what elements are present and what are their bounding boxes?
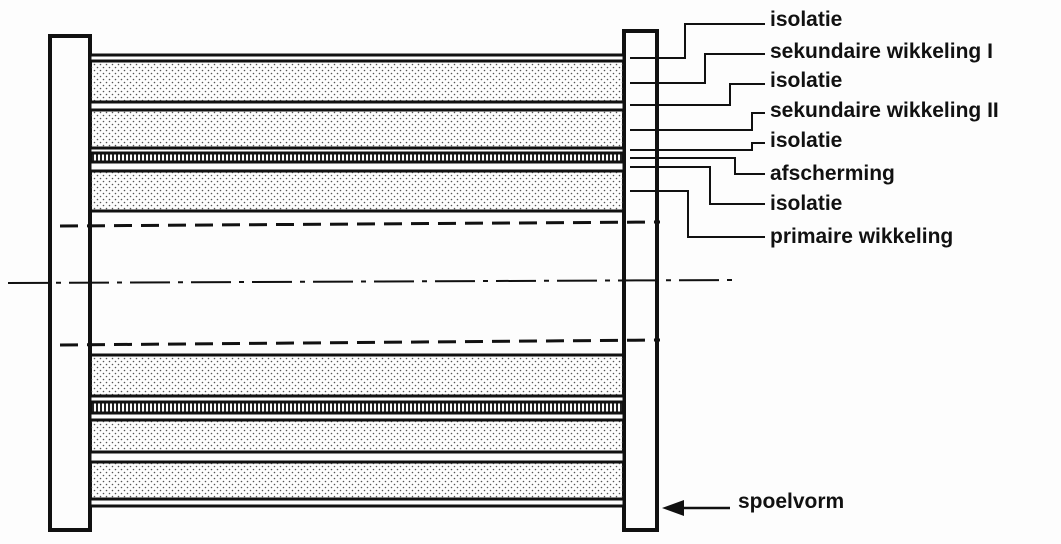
label-spoelvorm: spoelvorm — [738, 490, 844, 513]
bottom-sekundaire-1 — [88, 460, 626, 501]
bottom-sekundaire-2 — [88, 418, 626, 454]
label-sekundaire-wikkeling-2: sekundaire wikkeling II — [770, 99, 999, 122]
bottom-winding-stack — [88, 353, 626, 508]
leader-sekundaire-1 — [630, 53, 765, 84]
label-isolatie-3: isolatie — [770, 129, 842, 152]
label-primaire-wikkeling: primaire wikkeling — [770, 225, 953, 248]
bottom-primaire — [88, 353, 626, 398]
core-dashed-top — [59, 220, 661, 228]
leader-lines — [630, 23, 765, 238]
top-primaire — [88, 169, 626, 213]
bottom-isolatie-1 — [88, 497, 626, 508]
label-isolatie-2: isolatie — [770, 69, 842, 92]
spoelvorm-arrow — [662, 500, 730, 516]
core-dashed-bottom — [59, 338, 661, 347]
leader-isolatie-1 — [630, 23, 765, 59]
leader-isolatie-3 — [630, 142, 765, 151]
label-afscherming: afscherming — [770, 162, 895, 185]
leader-isolatie-2 — [630, 83, 765, 106]
top-winding-stack — [88, 53, 626, 213]
bottom-afscherming — [88, 400, 626, 415]
leader-afscherming — [630, 157, 765, 175]
leader-primaire — [630, 190, 765, 238]
label-sekundaire-wikkeling-1: sekundaire wikkeling I — [770, 40, 993, 63]
label-isolatie-1: isolatie — [770, 8, 842, 31]
top-sekundaire-1 — [88, 59, 626, 104]
leader-isolatie-4 — [630, 166, 765, 205]
leader-sekundaire-2 — [630, 112, 765, 131]
label-isolatie-4: isolatie — [770, 192, 842, 215]
top-sekundaire-2 — [88, 108, 626, 150]
